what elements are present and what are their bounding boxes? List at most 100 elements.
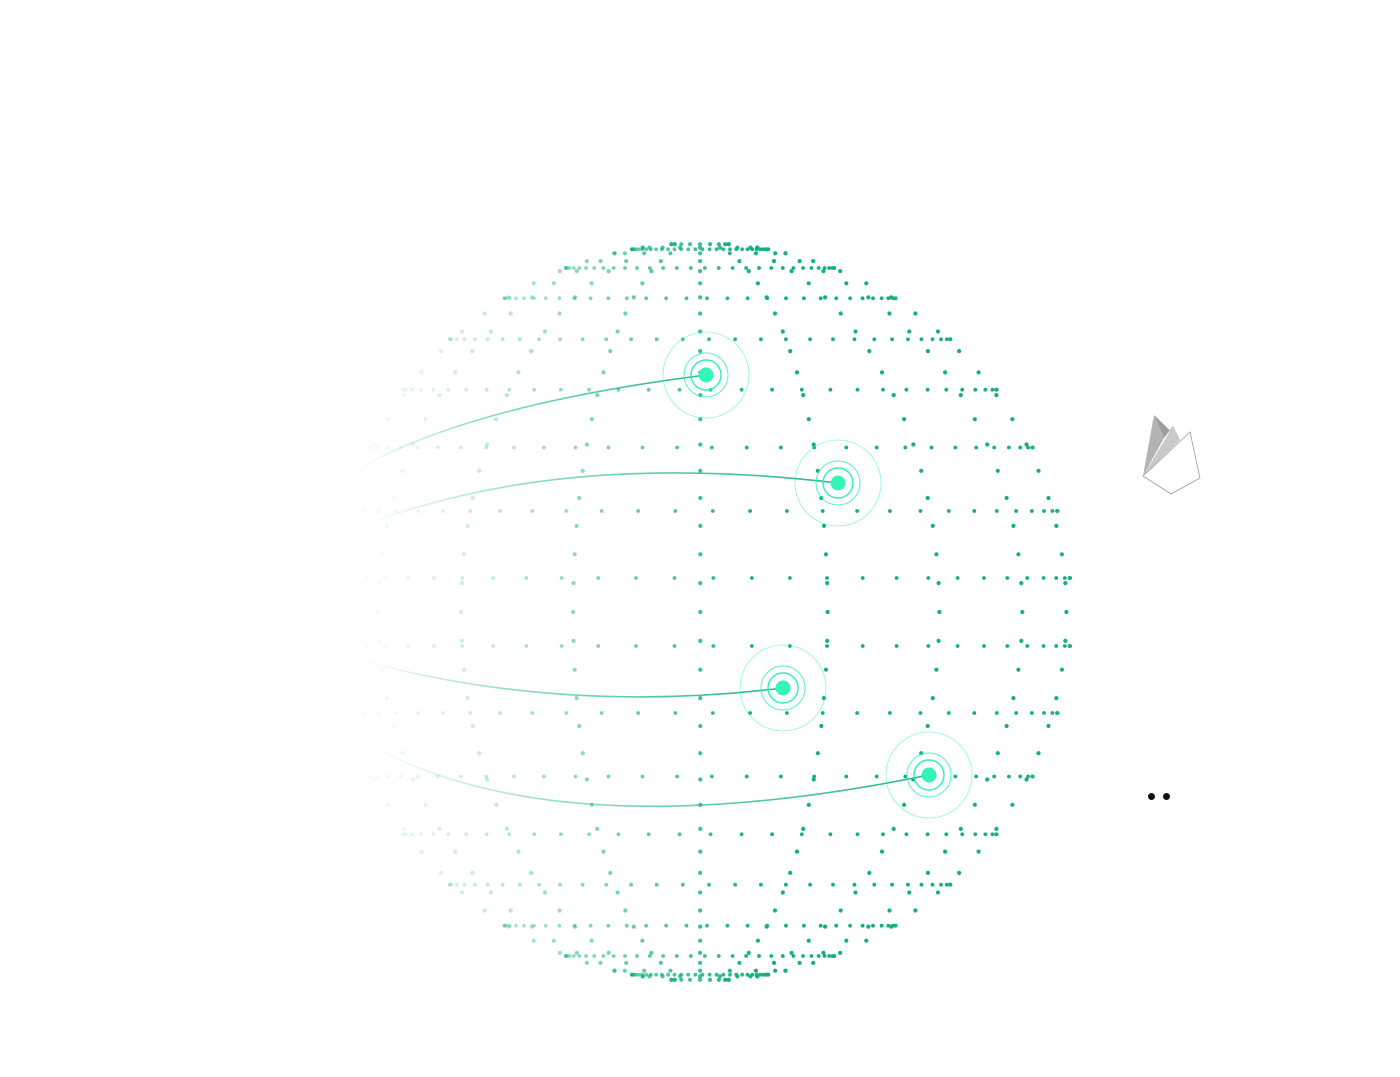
globe-dot: [974, 445, 979, 450]
globe-dot: [647, 266, 652, 270]
globe-dot: [801, 393, 806, 398]
globe-dot: [1024, 777, 1029, 782]
globe-dot: [852, 882, 857, 887]
globe-dot: [362, 509, 366, 513]
globe-dot: [698, 968, 703, 973]
globe-dot: [415, 774, 420, 779]
globe-dot: [934, 667, 939, 672]
globe-dot: [494, 802, 499, 807]
globe-dot: [398, 774, 403, 779]
globe-dot: [744, 266, 748, 270]
indicator-dot: [1148, 792, 1155, 800]
globe-dot: [788, 576, 792, 580]
globe-dot: [698, 696, 703, 701]
globe-dot: [459, 581, 464, 586]
globe-dot: [1019, 638, 1024, 644]
globe-dot: [985, 777, 990, 782]
globe-dot: [592, 954, 597, 958]
globe-dot: [799, 387, 804, 392]
globe-dot: [477, 468, 482, 473]
connection-arc: [369, 744, 930, 807]
globe-dot: [797, 960, 802, 966]
globe-dot: [574, 269, 579, 274]
globe-dot: [860, 923, 865, 928]
globe-dot: [508, 311, 513, 316]
globe-dot: [874, 774, 879, 779]
globe-dot: [649, 972, 653, 977]
globe-dot: [716, 242, 721, 247]
globe-dot: [994, 393, 999, 398]
globe-dot: [698, 259, 703, 264]
globe-dot: [1030, 445, 1035, 450]
globe-dot: [596, 644, 601, 648]
globe-dot: [557, 269, 562, 274]
globe-dot: [524, 644, 529, 648]
globe-dot: [770, 832, 774, 837]
globe-dot: [512, 774, 516, 779]
globe-dot: [918, 509, 923, 513]
globe-dot: [844, 774, 849, 779]
globe-dot: [441, 711, 445, 715]
globe-dot: [794, 370, 800, 375]
globe-dot: [783, 251, 788, 256]
globe-dot: [745, 296, 750, 301]
globe-dot: [944, 832, 949, 837]
location-marker-icon: [794, 439, 882, 527]
globe-dot: [431, 644, 436, 648]
globe-dot: [1018, 774, 1023, 779]
globe-dot: [827, 266, 832, 270]
globe-dot: [558, 882, 562, 887]
globe-dot: [564, 711, 569, 715]
globe-dot: [698, 552, 703, 557]
globe-dot: [453, 370, 458, 375]
globe-dot: [811, 259, 816, 264]
globe-dot: [1050, 711, 1055, 715]
globe-dot: [698, 938, 703, 943]
globe-dot: [769, 954, 774, 958]
globe-dot: [1010, 417, 1015, 422]
globe-dot: [801, 954, 805, 958]
globe-dot: [894, 576, 899, 580]
marker-ring: [683, 352, 729, 398]
globe-dot: [806, 281, 811, 286]
globe-dot: [482, 311, 487, 316]
globe-dot: [532, 923, 536, 928]
globe-dot: [516, 370, 521, 375]
globe-dot: [734, 972, 739, 977]
globe-dot: [470, 723, 475, 729]
globe-dot: [564, 509, 569, 513]
globe-dot: [1055, 509, 1060, 513]
globe-dot: [684, 296, 689, 301]
globe-dot: [559, 576, 564, 580]
globe-dot: [419, 370, 424, 375]
globe-dot: [698, 495, 703, 501]
globe-dot: [725, 923, 730, 928]
globe-dot: [771, 960, 777, 966]
globe-dot: [825, 581, 830, 586]
globe-dot: [1025, 644, 1030, 648]
globe-dot: [740, 247, 744, 252]
globe-dot: [881, 387, 885, 392]
globe-dot: [772, 908, 778, 913]
globe-dot: [623, 954, 627, 958]
location-marker-icon: [885, 731, 973, 819]
globe-dot: [939, 337, 943, 342]
globe-dot: [973, 832, 978, 837]
globe-dot: [716, 954, 721, 958]
globe-dot: [680, 882, 685, 887]
globe-dot: [375, 609, 381, 615]
globe-dot: [623, 266, 627, 270]
globe-dot: [564, 266, 568, 270]
globe-dot: [661, 266, 665, 270]
globe-dot: [542, 329, 548, 334]
globe-dot: [684, 923, 689, 928]
globe-dot: [441, 509, 445, 513]
globe-dot: [925, 387, 930, 392]
globe-dot: [601, 370, 606, 375]
globe-dot: [646, 387, 651, 392]
globe-dot: [437, 393, 442, 398]
globe-dot: [697, 977, 703, 982]
globe-dot: [698, 609, 703, 615]
marker-ring: [906, 752, 952, 798]
globe-dot: [604, 882, 609, 887]
